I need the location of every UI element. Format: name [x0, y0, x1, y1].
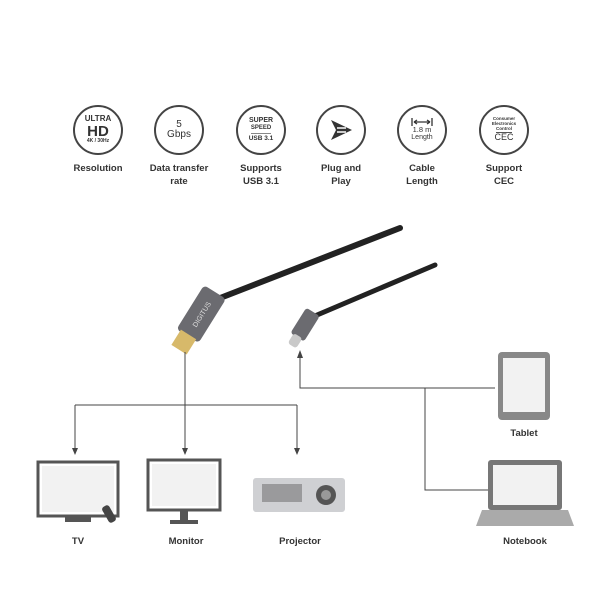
icon-text: 5 [176, 118, 182, 130]
icon-text: SUPER [248, 117, 274, 125]
device-label-monitor: Monitor [168, 536, 204, 547]
feature-label: CEC [493, 175, 515, 187]
feature-label: Support [485, 163, 523, 174]
feature-label: Cable [409, 163, 435, 174]
icon-text: Control [496, 126, 512, 134]
feature-label: USB 3.1 [243, 175, 279, 187]
connection-lines [74, 352, 495, 491]
icon-text: CEC [494, 132, 514, 143]
icon-text: Gbps [167, 129, 191, 140]
icon-text: HD [87, 122, 109, 140]
icon-text: ULTRA [84, 114, 112, 124]
monitor-icon [146, 458, 222, 524]
icon-text: SPEED [250, 125, 272, 134]
icon-text: 4K / 30Hz [86, 138, 110, 145]
feature-label: Supports [240, 163, 282, 174]
feature-label: Data transfer [149, 163, 209, 174]
tablet-icon [498, 352, 550, 420]
device-label-tv: TV [71, 536, 85, 547]
tv-icon [36, 460, 120, 523]
hdmi-connector: DIGITUS [171, 286, 225, 355]
notebook-icon [476, 460, 574, 526]
projector-icon [253, 478, 345, 512]
icon-text: USB 3.1 [248, 134, 274, 142]
arrow-icons [72, 350, 303, 455]
icon-text: 1.8 m [412, 125, 432, 135]
icon-text: Consumer [492, 116, 516, 122]
icon-text: Length [411, 134, 433, 142]
icon-text: Electronics [491, 120, 517, 126]
feature-label: Length [406, 175, 438, 187]
device-label-notebook: Notebook [503, 536, 547, 547]
feature-label: Plug and [320, 163, 362, 174]
feature-label: Resolution [73, 163, 123, 174]
usb-c-connector [288, 308, 319, 348]
feature-label: Play [331, 175, 351, 187]
device-label-projector: Projector [279, 536, 321, 547]
feature-label: rate [170, 175, 188, 187]
cable [212, 225, 438, 321]
device-label-tablet: Tablet [510, 428, 538, 439]
plug-and-play-icon [316, 105, 366, 155]
